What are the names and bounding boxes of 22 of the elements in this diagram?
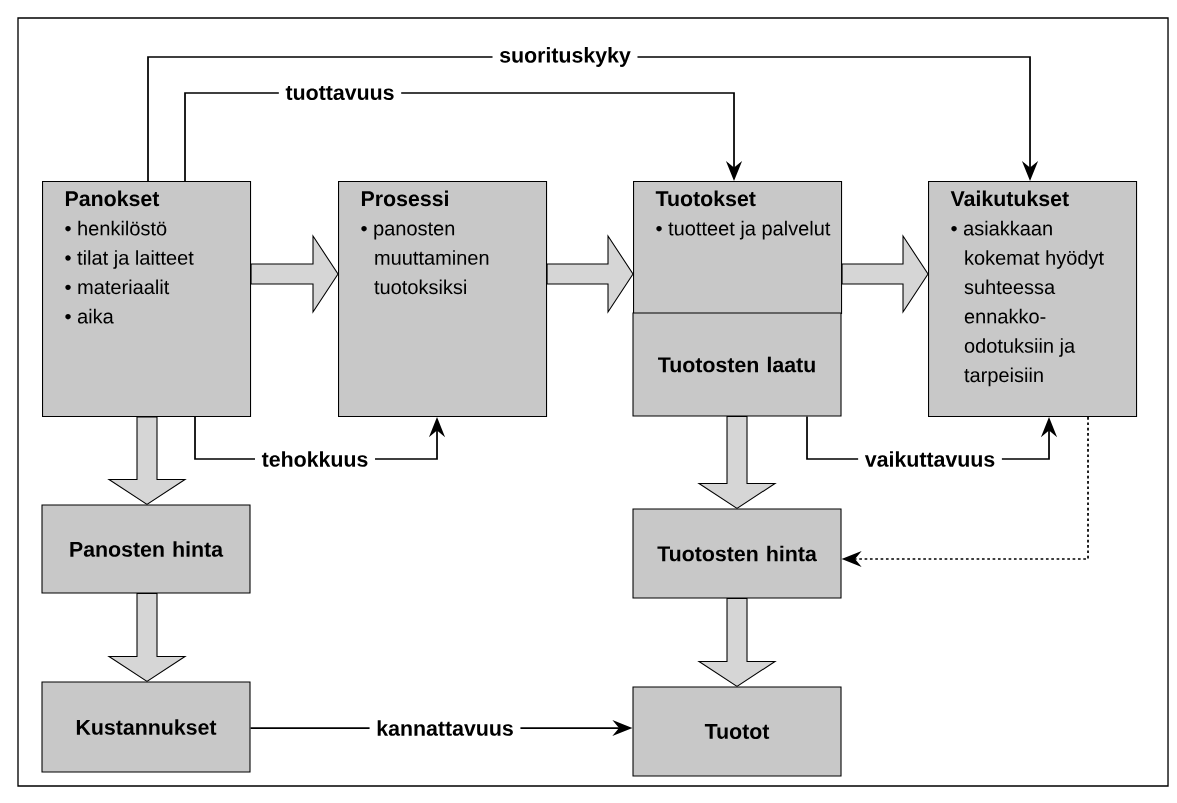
block-arrow xyxy=(841,234,929,314)
process-box: Kustannukset xyxy=(41,681,251,773)
block-arrow xyxy=(250,234,339,314)
process-box: Tuotosten hinta xyxy=(632,508,842,599)
process-box: Panosten hinta xyxy=(41,504,251,594)
process-box: Tuotosten laatu xyxy=(632,312,842,417)
block-arrow xyxy=(546,234,634,314)
block-arrow xyxy=(107,416,187,506)
block-arrow xyxy=(107,593,187,683)
block-arrow xyxy=(697,598,777,688)
arrow xyxy=(147,56,1039,182)
process-box: Tuotokset • tuotteet ja palvelut xyxy=(633,181,843,315)
edge-label: suorituskyky xyxy=(492,44,638,70)
block-arrow xyxy=(697,416,777,510)
process-box: Panokset • henkilöstö • tilat ja laitteet • materiaalit • aika xyxy=(42,181,252,418)
edge-label: tuottavuus xyxy=(278,83,402,103)
process-box: Prosessi • panosten muuttaminen tuotoksiksi xyxy=(338,181,548,418)
edge-label: vaikuttavuus xyxy=(858,448,1002,470)
process-box: Vaikutukset • asiakkaan kokemat hyödyt suhteessa ennakko-odotuksiin ja tarpeisiin xyxy=(928,181,1138,418)
edge-label: tehokkuus xyxy=(255,448,375,470)
edge-label: kannattavuus xyxy=(369,717,521,739)
process-box: Tuotot xyxy=(632,686,842,777)
